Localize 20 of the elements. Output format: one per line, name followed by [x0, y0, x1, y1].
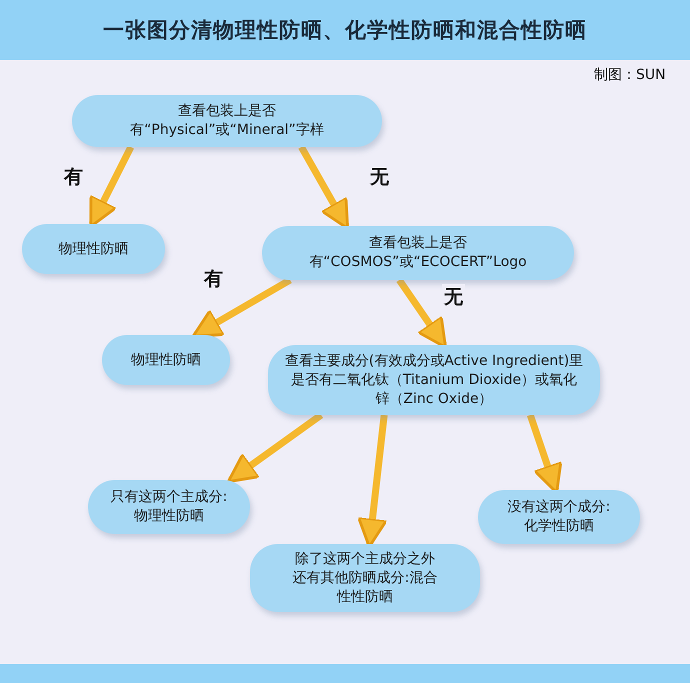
- rounded-box: [268, 345, 600, 415]
- arrow: [226, 412, 324, 484]
- box-text: 没有这两个成分:化学性防晒: [506, 498, 612, 536]
- box-text: 查看包装上是否有“Physical”或“Mineral”字样: [129, 102, 325, 140]
- box-text: 只有这两个主成分:物理性防晒: [110, 488, 228, 526]
- credit-text: 制图：SUN: [594, 66, 666, 84]
- box-text: 物理性防晒: [58, 240, 130, 258]
- box-text: 物理性防晒: [130, 350, 202, 370]
- box-text: 查看包装上是否有“COSMOS”或“ECOCERT”Logo: [308, 234, 528, 272]
- arrow: [192, 276, 292, 338]
- rounded-box: [478, 490, 640, 544]
- rounded-box: [102, 335, 230, 385]
- rounded-box: [250, 544, 480, 612]
- rounded-box: [22, 224, 165, 274]
- rounded-box: [262, 226, 574, 280]
- box-text: 除了这两个主成分之外还有其他防晒成分:混合性性防晒: [292, 550, 438, 606]
- title: 一张图分清物理性防晒、化学性防晒和混合性防晒: [102, 17, 588, 44]
- rounded-box: [72, 95, 382, 147]
- rounded-box: [88, 480, 250, 534]
- box-text: 查看主要成分(有效成分或Active Ingredient)里是否有二氧化钛（Titanium Dioxide）或氧化锌（Zinc Oxide）: [284, 352, 584, 408]
